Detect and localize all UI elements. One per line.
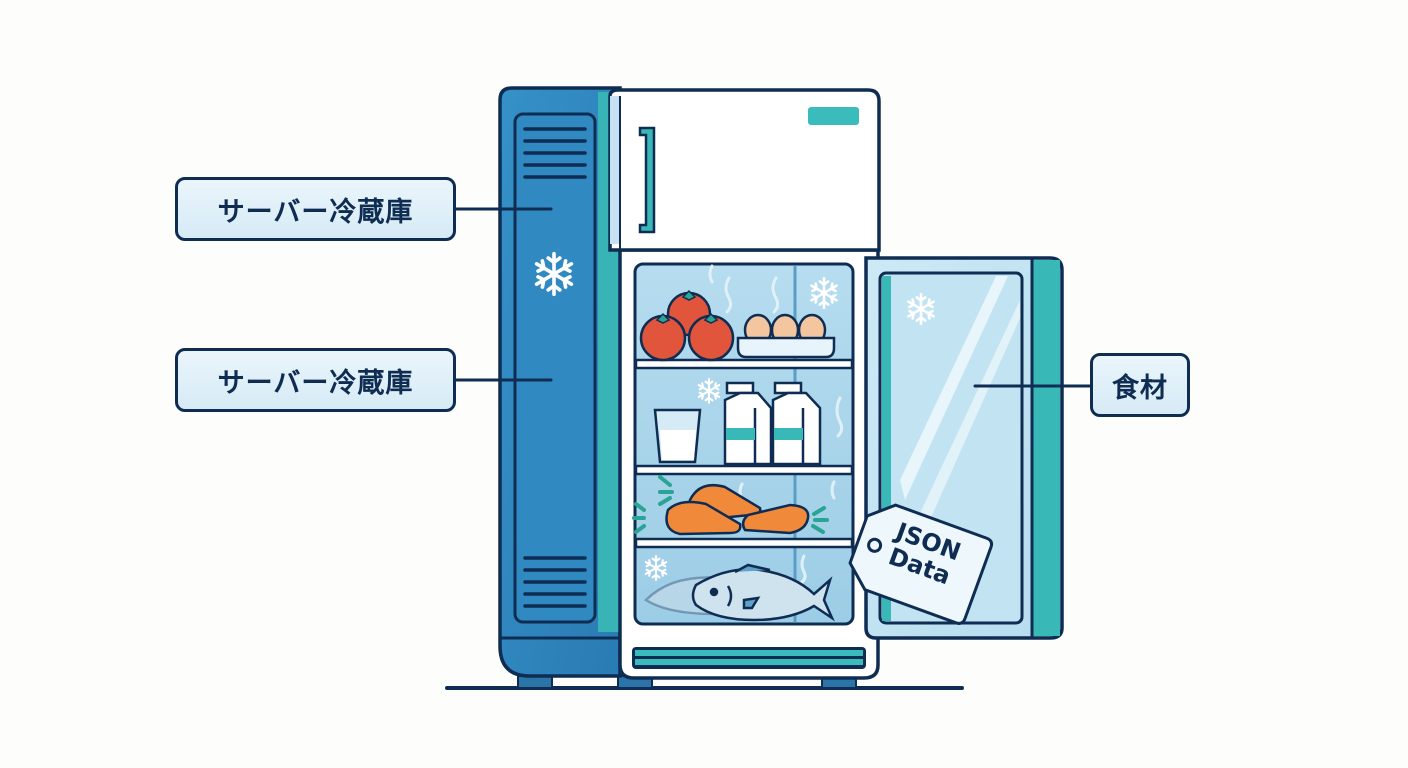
- milk-cartons: [723, 381, 822, 466]
- vent-bottom: [523, 556, 587, 608]
- json-data-tag: [848, 503, 994, 625]
- callout-label: サーバー冷蔵庫: [217, 367, 414, 399]
- fridge-interior: [632, 262, 855, 626]
- status-indicator: [808, 107, 859, 125]
- carrots: [632, 475, 829, 536]
- freezer-handle: [638, 126, 656, 234]
- callout-ingredients: 食材: [1090, 353, 1190, 417]
- callout-label: 食材: [1112, 372, 1168, 404]
- callout-server-fridge-mid: サーバー冷蔵庫: [175, 348, 456, 412]
- glass-of-milk: [653, 408, 702, 464]
- eggs: [736, 313, 836, 359]
- vent-top: [523, 127, 587, 179]
- callout-label: サーバー冷蔵庫: [217, 196, 414, 228]
- server-side-panel: [498, 86, 622, 678]
- fish: [644, 563, 835, 622]
- shelves: [634, 358, 854, 549]
- fridge-feet: [517, 675, 857, 689]
- callout-server-fridge-top: サーバー冷蔵庫: [175, 177, 456, 241]
- tomatoes: [639, 289, 735, 362]
